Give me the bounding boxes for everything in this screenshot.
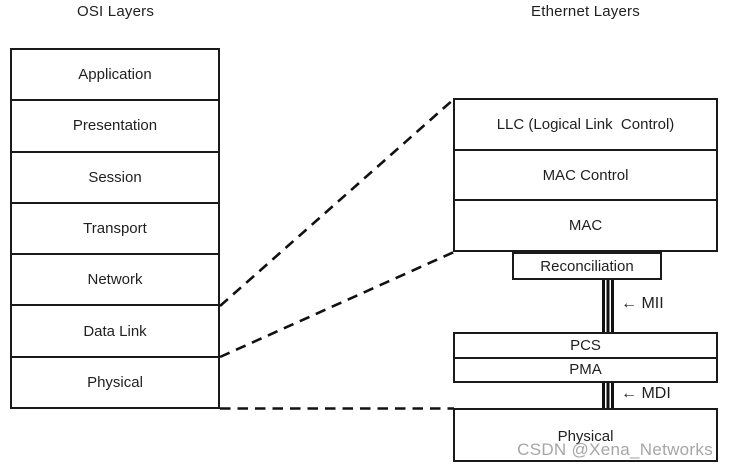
- osi-layer-session: Session: [12, 152, 218, 204]
- connector-datalink-to-mac-bottom: [219, 250, 455, 359]
- mdi-label: ← MDI: [621, 385, 671, 402]
- osi-layers-title: OSI Layers: [76, 3, 155, 20]
- ethernet-layer-pcs: PCS: [455, 334, 716, 359]
- mdi-bus-connector: [602, 383, 614, 408]
- mii-label: ← MII: [621, 295, 664, 312]
- ethernet-layer-physical-box: Physical CSDN @Xena_Networks: [453, 408, 718, 462]
- osi-stack-box: Application Presentation Session Transpo…: [10, 48, 220, 409]
- ethernet-layer-reconciliation: Reconciliation: [512, 252, 662, 280]
- watermark-text: CSDN @Xena_Networks: [517, 440, 713, 459]
- ethernet-pcs-pma-box: PCS PMA: [453, 332, 718, 383]
- ethernet-layer-mac: MAC: [455, 201, 716, 251]
- osi-layer-physical: Physical: [12, 357, 218, 407]
- osi-layer-data-link: Data Link: [12, 306, 218, 358]
- ethernet-layer-physical-label: Physical: [557, 427, 614, 445]
- ethernet-layer-llc: LLC (Logical Link Control): [455, 100, 716, 151]
- osi-layer-presentation: Presentation: [12, 101, 218, 153]
- osi-layer-application: Application: [12, 50, 218, 102]
- ethernet-layer-mac-control: MAC Control: [455, 150, 716, 202]
- connector-datalink-to-llc-top: [219, 98, 455, 307]
- mii-bus-connector: [602, 280, 614, 333]
- osi-layer-network: Network: [12, 255, 218, 307]
- ethernet-upper-box: LLC (Logical Link Control) MAC Control M…: [453, 98, 718, 252]
- ethernet-layers-title: Ethernet Layers: [531, 3, 640, 20]
- osi-layer-transport: Transport: [12, 203, 218, 256]
- ethernet-layer-pma: PMA: [455, 358, 716, 381]
